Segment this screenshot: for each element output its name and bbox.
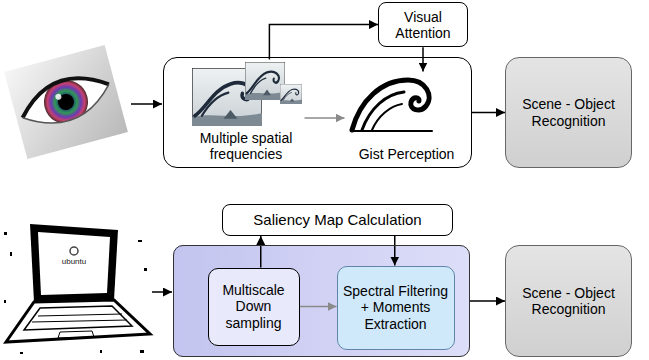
gist-wave [352, 80, 432, 131]
flow-arrow [394, 236, 396, 266]
flow-arrow [269, 25, 378, 60]
eye-photo [4, 45, 128, 159]
node-text: Spectral Filtering + Moments Extraction [343, 283, 449, 331]
stage-container: Multiscale Down sampling Spectral Filteri… [173, 245, 470, 357]
flow-arrow [260, 236, 262, 268]
picture-group: Multiple spatial frequencies [188, 60, 305, 165]
input-arrow [131, 103, 162, 105]
picture-group: Gist Perception [345, 72, 469, 165]
node-text: Scene - Object Recognition [512, 285, 625, 317]
process-box: Saliency Map Calculation [222, 204, 453, 236]
node-text: Gist Perception [347, 146, 467, 162]
container-fill [173, 245, 470, 357]
stage-container: Multiple spatial frequenciesGist Percept… [163, 57, 472, 168]
flow-arrow [305, 117, 345, 119]
screen-label: ubuntu [54, 258, 94, 267]
node-text: Multiscale Down sampling [214, 282, 294, 330]
flow-arrow [300, 306, 337, 308]
process-box: Spectral Filtering + Moments Extraction [337, 266, 455, 350]
process-box: Multiscale Down sampling [208, 268, 300, 346]
flow-arrow [470, 300, 505, 302]
node-text: Scene - Object Recognition [512, 96, 625, 128]
node-text: Saliency Map Calculation [227, 211, 448, 228]
node-text: Visual Attention [383, 9, 463, 41]
node-text: Multiple spatial frequencies [190, 130, 303, 162]
output-box: Scene - Object Recognition [505, 245, 632, 357]
process-box: Visual Attention [378, 2, 468, 47]
frequency-pictures [192, 62, 302, 126]
flow-arrow [422, 47, 424, 71]
laptop-photo [4, 224, 150, 354]
flow-arrow [472, 112, 505, 114]
input-arrow [152, 291, 172, 293]
output-box: Scene - Object Recognition [505, 57, 632, 168]
